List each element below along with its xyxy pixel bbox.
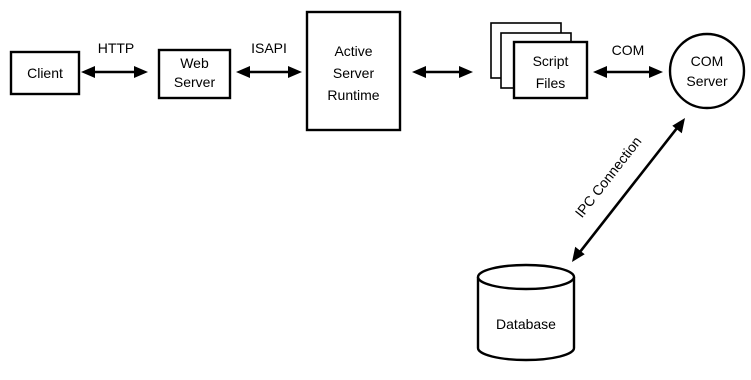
script-files-label-line1: Script bbox=[533, 53, 569, 69]
com-server-label-line1: COM bbox=[691, 53, 724, 69]
arrow-client-web: HTTP bbox=[81, 40, 148, 78]
arrow-web-runtime: ISAPI bbox=[236, 40, 302, 78]
web-server-label-line2: Server bbox=[174, 74, 216, 90]
script-files-node: Script Files bbox=[490, 22, 589, 100]
com-label: COM bbox=[612, 42, 645, 58]
arrow-com-database: IPC Connection bbox=[572, 118, 685, 262]
ipc-connection-label: IPC Connection bbox=[572, 133, 645, 220]
asp-runtime-label-line1: Active bbox=[334, 43, 372, 59]
script-files-label-line2: Files bbox=[536, 75, 566, 91]
isapi-label: ISAPI bbox=[251, 40, 287, 56]
com-server-node: COM Server bbox=[668, 32, 746, 110]
http-label: HTTP bbox=[98, 40, 135, 56]
script-page-front bbox=[512, 40, 589, 100]
web-server-label-line1: Web bbox=[180, 55, 209, 71]
client-node: Client bbox=[9, 50, 81, 96]
database-node: Database bbox=[476, 263, 576, 362]
client-label: Client bbox=[27, 65, 63, 81]
web-server-node: Web Server bbox=[157, 48, 232, 100]
asp-runtime-label-line2: Server bbox=[333, 65, 375, 81]
arrow-scripts-com: COM bbox=[593, 42, 663, 78]
database-label: Database bbox=[496, 316, 556, 332]
com-server-label-line2: Server bbox=[686, 73, 728, 89]
asp-runtime-label-line3: Runtime bbox=[327, 87, 379, 103]
arrow-runtime-scripts bbox=[412, 66, 473, 78]
asp-runtime-node: Active Server Runtime bbox=[305, 10, 402, 132]
